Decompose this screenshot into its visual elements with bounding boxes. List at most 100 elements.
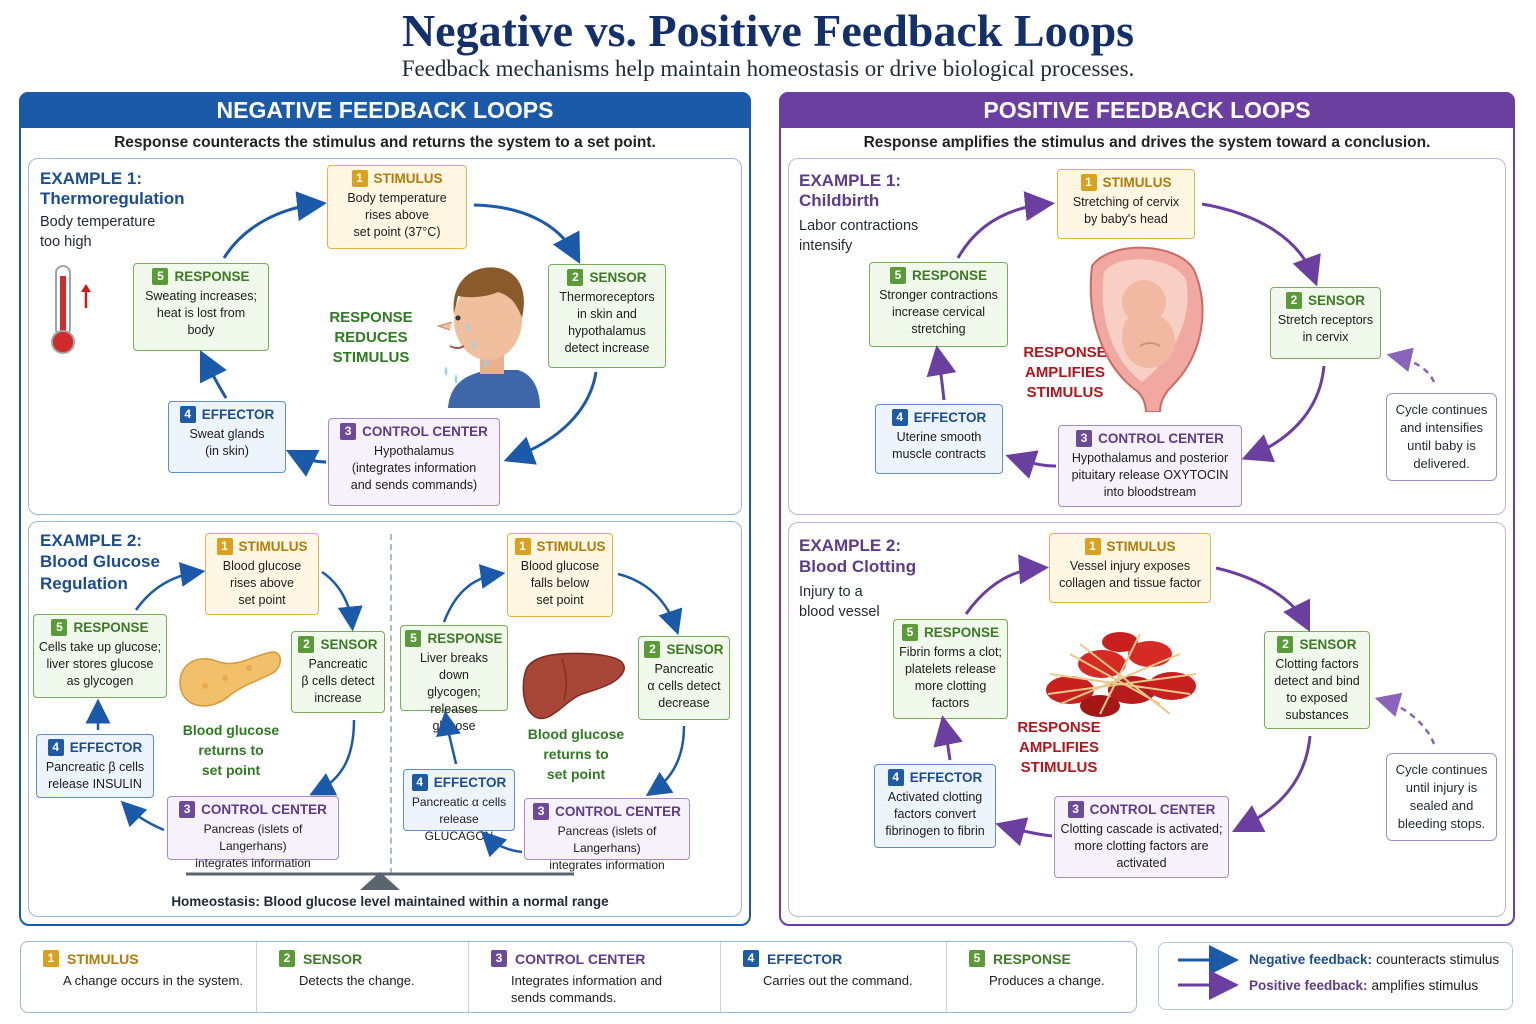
step-line: fibrinogen to fibrin <box>885 824 985 838</box>
step-number: 2 <box>567 269 584 286</box>
center-line: returns to <box>198 742 264 758</box>
step-number: 5 <box>901 624 918 641</box>
step-line: release INSULIN <box>48 777 142 791</box>
thermometer-icon <box>51 265 91 354</box>
clotting-cycle-note: Cycle continues until injury is sealed a… <box>1386 753 1497 841</box>
step-line: Pancreas (islets of Langerhans) <box>203 822 303 853</box>
step-number: 3 <box>1076 430 1093 447</box>
negative-panel-heading: NEGATIVE FEEDBACK LOOPS <box>19 92 751 128</box>
positive-panel-heading: POSITIVE FEEDBACK LOOPS <box>779 92 1515 128</box>
center-line: RESPONSE <box>329 309 413 326</box>
step-number: 2 <box>1277 636 1294 653</box>
step-line: as glycogen <box>66 674 134 688</box>
step-title: CONTROL CENTER <box>1089 802 1216 817</box>
step-line: Pancreatic β cells <box>45 760 145 774</box>
step-line: Hypothalamus and posterior <box>1071 451 1229 465</box>
key-negative-text: counteracts stimulus <box>1376 952 1500 967</box>
center-line: STIMULUS <box>332 349 410 366</box>
step-line: (in skin) <box>205 444 249 458</box>
legend-text: Integrates information and sends command… <box>511 973 663 1005</box>
note-line: until baby is <box>1407 438 1476 453</box>
key-negative: Negative feedback: counteracts stimulus <box>1249 952 1499 967</box>
step-number: 5 <box>152 268 169 285</box>
negative-panel-description: Response counteracts the stimulus and re… <box>114 134 656 151</box>
step-title: RESPONSE <box>923 625 1000 640</box>
step-number: 4 <box>411 774 428 791</box>
step-line: glucose <box>432 719 476 733</box>
step-line: heat is lost from <box>156 306 246 320</box>
step-line: stretching <box>911 322 966 336</box>
step-number: 5 <box>51 619 68 636</box>
step-line: rises above <box>365 208 429 222</box>
center-line: AMPLIFIES <box>1018 739 1099 756</box>
step-line: Clotting factors <box>1275 657 1359 671</box>
step-number: 1 <box>43 950 59 967</box>
step-title: EFFECTOR <box>201 407 275 422</box>
step-line: release GLUCAGON <box>424 812 494 843</box>
key-negative-label: Negative feedback: <box>1249 952 1373 967</box>
step-line: Body temperature <box>347 191 447 205</box>
example-label: EXAMPLE 1: <box>40 169 143 188</box>
note-line: until injury is <box>1405 780 1478 795</box>
step-line: Fibrin forms a clot; <box>899 645 1002 659</box>
step-line: rises above <box>230 576 294 590</box>
step-line: Activated clotting <box>887 790 983 804</box>
example-desc: Body temperature <box>40 214 156 230</box>
step-line: (integrates information <box>351 461 477 475</box>
example-name: Childbirth <box>799 191 880 210</box>
glucose-center-label: Blood glucose returns to set point <box>522 724 630 784</box>
example-desc: too high <box>40 234 92 250</box>
note-line: bleeding stops. <box>1397 816 1486 831</box>
center-line: REDUCES <box>334 329 408 346</box>
glucose-box <box>28 521 742 917</box>
step-title: STIMULUS <box>67 950 139 967</box>
step-title: EFFECTOR <box>909 770 983 785</box>
note-line: sealed and <box>1409 798 1474 813</box>
step-title: SENSOR <box>666 642 724 657</box>
step-title: STIMULUS <box>238 539 308 554</box>
step-line: Sweating increases; <box>145 289 257 303</box>
step-title: SENSOR <box>1299 637 1357 652</box>
example-label: EXAMPLE 2: <box>799 536 902 555</box>
arrow-key: Negative feedback: counteracts stimulus … <box>1158 942 1513 1010</box>
thermo-center-label: RESPONSE REDUCES STIMULUS <box>318 308 424 368</box>
balance-scale-icon <box>186 872 574 890</box>
note-line: Cycle continues <box>1395 402 1488 417</box>
example-desc: intensify <box>799 238 853 254</box>
example-desc: Labor contractions <box>799 218 919 234</box>
step-number: 2 <box>279 950 295 967</box>
step-number: 3 <box>491 950 507 967</box>
step-title: RESPONSE <box>427 631 503 646</box>
step-title: CONTROL CENTER <box>362 424 488 439</box>
step-line: Pancreatic <box>308 657 368 671</box>
step-line: in skin and <box>577 307 637 321</box>
example-name: Thermoregulation <box>40 189 185 208</box>
step-line: platelets release <box>904 662 997 676</box>
step-title: EFFECTOR <box>913 410 987 425</box>
step-line: factors convert <box>894 807 976 821</box>
step-line: Blood glucose <box>520 559 600 573</box>
step-line: liver stores glucose <box>46 657 154 671</box>
step-line: set point <box>238 593 286 607</box>
step-number: 1 <box>514 538 531 555</box>
key-positive-text: amplifies stimulus <box>1371 978 1479 993</box>
thermoregulation-box <box>28 158 742 515</box>
step-number: 3 <box>340 423 357 440</box>
step-title: RESPONSE <box>174 269 250 284</box>
step-line: integrates information <box>195 856 311 870</box>
